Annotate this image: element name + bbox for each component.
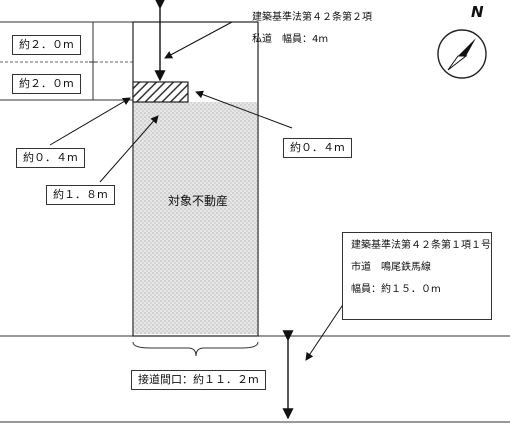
- dimension-label-1-8m: 約１．８m: [46, 185, 115, 205]
- dimension-label-left-0-4m: 約０．４m: [16, 148, 85, 168]
- compass-north-label: N: [471, 3, 484, 21]
- frontage-brace: [132, 341, 259, 357]
- dimension-label-top-2m: 約２．０m: [12, 35, 81, 55]
- private-road-law: 建築基準法第４２条第２項: [252, 12, 372, 23]
- property-label: 対象不動産: [168, 194, 229, 208]
- leader-private-road-note: [164, 21, 233, 59]
- frontage-label: 接道間口：約１１．２m: [131, 370, 266, 390]
- dimension-label-right-0-4m: 約０．４m: [283, 138, 352, 158]
- leader-right-offset: [195, 90, 293, 129]
- north-compass-icon: [437, 29, 487, 79]
- private-road-width: 私道 幅員：4m: [252, 34, 329, 45]
- public-road-law: 建築基準法第４２条第１項１号: [351, 240, 491, 251]
- leader-left-offset: [49, 97, 131, 146]
- property-dotted-area: [134, 102, 257, 334]
- public-road-name: 市道 鳴尾鉄馬線: [351, 262, 431, 273]
- public-road-note: 建築基準法第４２条第１項１号 市道 鳴尾鉄馬線 幅員：約１５．０m: [342, 232, 492, 320]
- leader-inner-offset: [99, 115, 159, 183]
- public-road-width: 幅員：約１５．０m: [351, 284, 441, 295]
- private-road-note: 建築基準法第４２条第２項 私道 幅員：4m: [252, 10, 372, 48]
- dimension-label-second-2m: 約２．０m: [12, 74, 81, 94]
- setback-hatched-area: [132, 81, 189, 103]
- leader-public-road-note: [305, 299, 347, 361]
